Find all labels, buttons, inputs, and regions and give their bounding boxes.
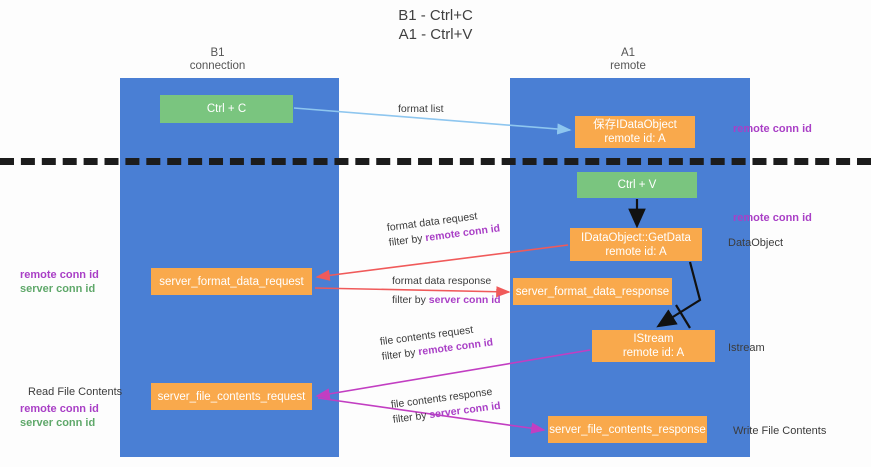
node-ctrl-v-label: Ctrl + V <box>617 179 657 191</box>
node-server-format-data-request-label: server_format_data_request <box>159 275 304 288</box>
node-server-format-data-response[interactable]: server_format_data_response <box>513 278 672 305</box>
phase-divider <box>0 158 871 165</box>
node-idataobject[interactable]: 保存IDataObject remote id: A <box>575 116 695 148</box>
edge-label-format-data-response-line1: format data response <box>392 275 492 287</box>
lane-header-a1-subtitle: remote <box>610 60 646 72</box>
filter-prefix: filter by <box>381 346 420 363</box>
node-server-file-contents-request[interactable]: server_file_contents_request <box>151 383 312 410</box>
annotation-remote-conn-id-top: remote conn id <box>733 123 812 135</box>
arrow-file-contents-request <box>315 349 591 400</box>
annotation-read-file-contents: Read File Contents <box>28 386 123 398</box>
annotation-istream: Istream <box>728 342 765 354</box>
lane-header-a1: A1 remote <box>552 47 704 73</box>
page-title: B1 - Ctrl+C A1 - Ctrl+V <box>0 6 871 44</box>
node-ctrl-c[interactable]: Ctrl + C <box>160 95 293 123</box>
node-istream-label: IStream <box>633 333 674 345</box>
lane-header-a1-name: A1 <box>620 47 636 59</box>
node-idataobject-sublabel: remote id: A <box>604 133 666 145</box>
node-ctrl-v[interactable]: Ctrl + V <box>577 172 697 198</box>
node-idataobject-label: 保存IDataObject <box>593 119 677 131</box>
arrow-format-list <box>293 107 572 135</box>
arrow-format-data-response <box>314 286 511 298</box>
annotation-remote-conn-id-mid: remote conn id <box>733 212 812 224</box>
filter-key: server conn id <box>428 294 501 306</box>
node-server-file-contents-response[interactable]: server_file_contents_response <box>548 416 707 443</box>
lane-header-b1: B1 connection <box>150 47 285 73</box>
node-istream-sublabel: remote id: A <box>622 347 685 359</box>
edge-label-format-data-response-line2: filter by server conn id <box>392 293 501 308</box>
lane-header-b1-subtitle: connection <box>189 60 246 72</box>
node-server-format-data-request[interactable]: server_format_data_request <box>151 268 312 295</box>
filter-prefix: filter by <box>388 232 427 249</box>
annotation-write-file-contents: Write File Contents <box>733 425 827 437</box>
node-istream[interactable]: IStream remote id: A <box>592 330 715 362</box>
node-server-format-data-response-label: server_format_data_response <box>515 285 670 298</box>
annotation-left-server-conn-id-2: server conn id <box>20 417 96 429</box>
node-getdata-sublabel: remote id: A <box>605 245 667 258</box>
title-line-2: A1 - Ctrl+V <box>398 26 473 43</box>
edge-label-format-list: format list <box>398 102 444 117</box>
filter-prefix: filter by <box>392 294 429 306</box>
node-ctrl-c-label: Ctrl + C <box>206 103 247 115</box>
edge-label-format-data-response: format data response filter by server co… <box>392 274 501 308</box>
arrow-format-data-request <box>315 244 569 281</box>
edge-label-format-list-line1: format list <box>398 103 444 115</box>
filter-prefix: filter by <box>392 409 431 426</box>
annotation-left-server-conn-id: server conn id <box>20 283 96 295</box>
arrow-response-to-istream <box>675 304 691 329</box>
annotation-dataobject: DataObject <box>728 237 784 249</box>
annotation-left-remote-conn-id: remote conn id <box>20 269 99 281</box>
annotation-left-remote-conn-id-2: remote conn id <box>20 403 99 415</box>
annotation-left-conn-ids-2: remote conn id server conn id <box>20 402 99 430</box>
annotation-left-conn-ids: remote conn id server conn id <box>20 268 99 296</box>
lane-header-b1-name: B1 <box>210 47 225 59</box>
arrow-file-contents-response <box>317 397 546 434</box>
arrow-getdata-to-istream <box>656 261 702 328</box>
node-getdata-label: IDataObject::GetData <box>581 231 691 244</box>
node-server-file-contents-request-label: server_file_contents_request <box>157 390 306 403</box>
node-server-file-contents-response-label: server_file_contents_response <box>549 423 706 436</box>
node-getdata[interactable]: IDataObject::GetData remote id: A <box>570 228 702 261</box>
title-line-1: B1 - Ctrl+C <box>398 7 473 24</box>
